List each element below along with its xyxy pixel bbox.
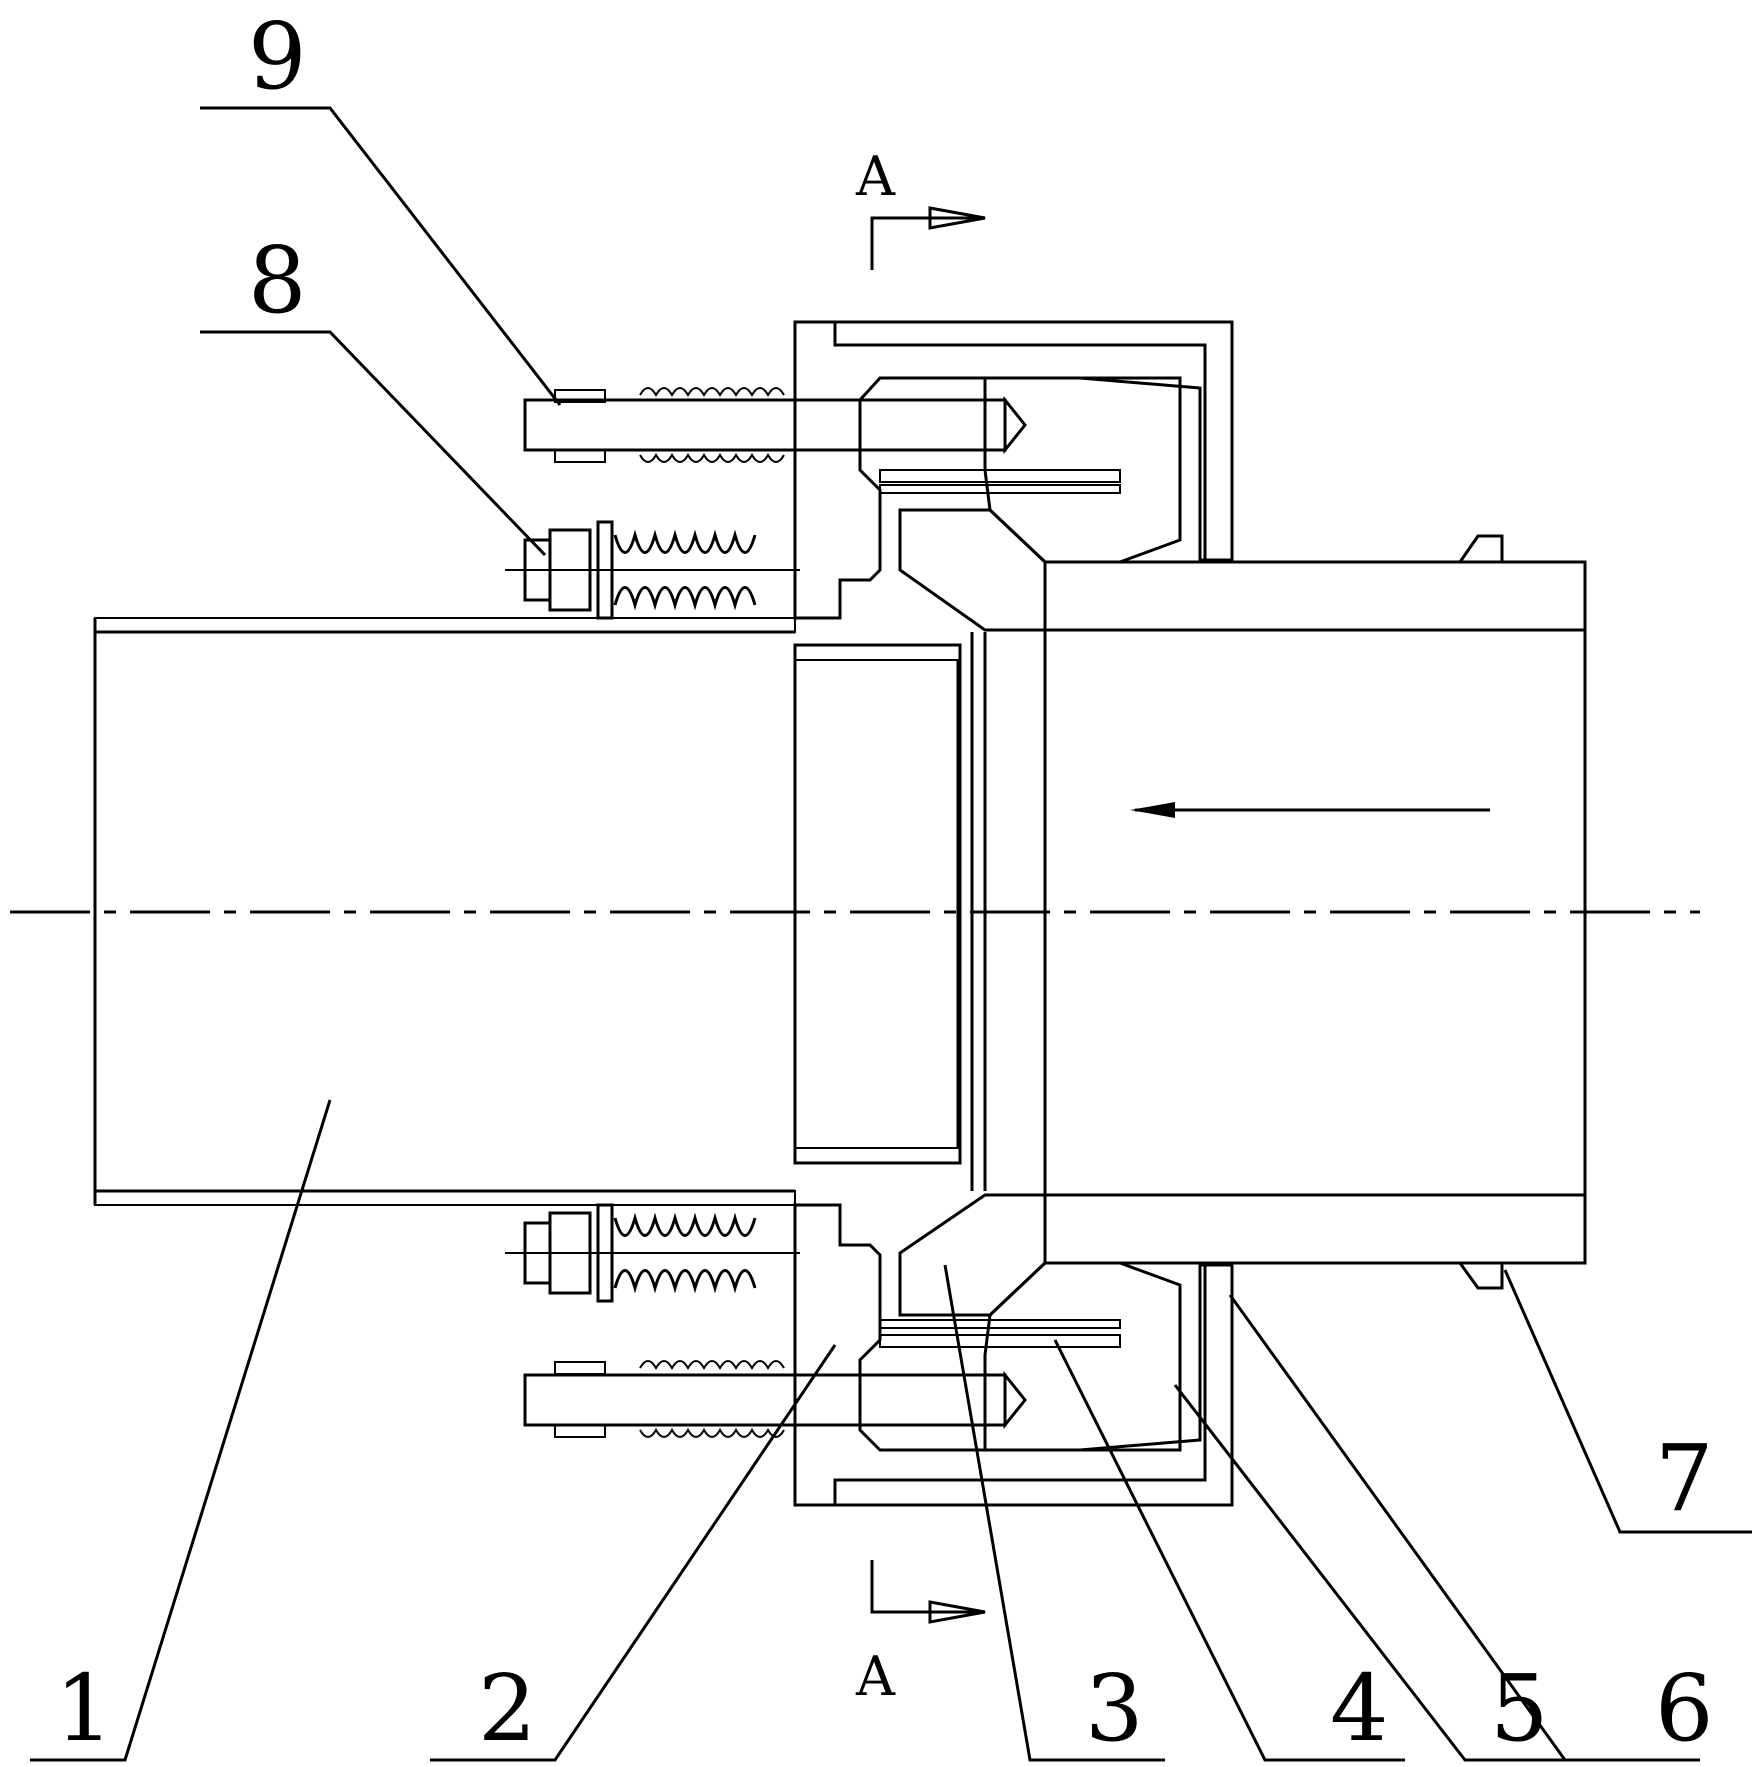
label-2: 2 [478, 1655, 537, 1762]
inner-sleeve [793, 632, 987, 1191]
section-mark-bottom: A [855, 1560, 986, 1708]
label-4: 4 [1330, 1655, 1389, 1762]
label-6: 6 [1655, 1655, 1714, 1762]
label-5: 5 [1490, 1655, 1549, 1762]
part-3-clamp-block [898, 376, 1182, 1452]
part-number-labels: 9 8 1 2 3 4 5 6 7 [55, 3, 1714, 1762]
leader-lines [30, 106, 1752, 1762]
svg-text:A: A [855, 145, 896, 208]
part-8-spring-bolt [505, 520, 800, 1303]
part-9-guide-pin [523, 387, 1027, 1438]
label-1: 1 [55, 1655, 114, 1762]
label-3: 3 [1085, 1655, 1144, 1762]
label-8: 8 [248, 227, 307, 334]
section-mark-top: A [855, 145, 986, 270]
part-1-pipe [93, 617, 796, 1206]
svg-text:A: A [855, 1645, 896, 1708]
part-4-cap [833, 320, 1234, 1507]
label-9: 9 [248, 3, 307, 110]
label-7: 7 [1655, 1425, 1714, 1532]
flow-direction-arrow [1130, 802, 1490, 818]
part-5-spring-plates [879, 469, 1121, 1348]
